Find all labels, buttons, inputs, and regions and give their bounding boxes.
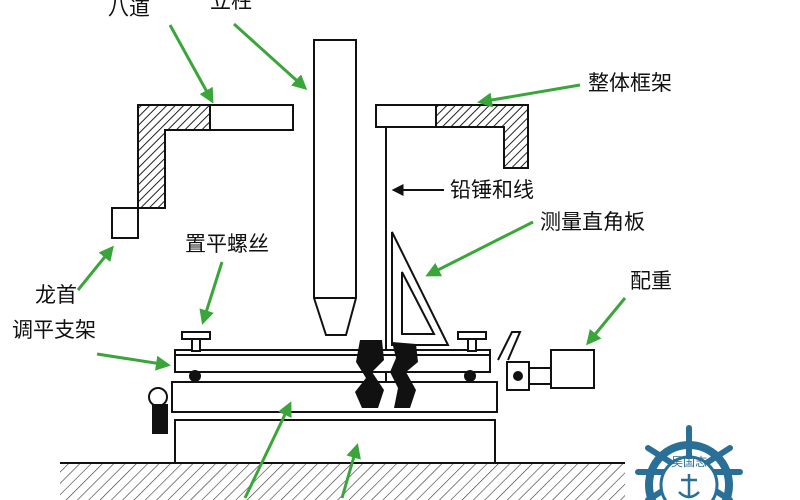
annotation-arrows <box>76 22 627 499</box>
leveling-screw-left <box>181 331 211 352</box>
left-frame-arm <box>137 104 294 209</box>
arrow-pei-zhong <box>586 297 627 346</box>
ground <box>60 462 625 500</box>
center-coupling <box>355 340 418 408</box>
label-zheng-ti-kuang-jia: 整体框架 <box>588 71 672 95</box>
arrow-tiao-ping-zhi-jia <box>96 352 171 371</box>
measuring-set-square <box>391 231 450 346</box>
arrow-bottom-1 <box>243 401 292 499</box>
arrow-zhi-ping-luo-si <box>199 261 224 325</box>
hinge-left <box>148 387 168 434</box>
counterweight-assembly <box>497 331 595 391</box>
leveling-middle-plate <box>171 370 498 413</box>
base-block <box>174 419 496 464</box>
label-ba-dao: 八道 <box>108 0 150 20</box>
ship-wheel-logo: 吴国志 <box>635 425 743 500</box>
label-qian-chui-he-xian: 铅锤和线 <box>450 178 534 202</box>
label-long-shou: 龙首 <box>35 283 77 307</box>
leveling-upper-plate <box>174 349 491 373</box>
label-tiao-ping-zhi-jia: 调平支架 <box>12 318 96 342</box>
label-zhi-ping-luo-si: 置平螺丝 <box>185 232 269 256</box>
arrow-long-shou <box>76 245 114 291</box>
logo-text: 吴国志 <box>671 455 707 469</box>
dragon-head-block <box>111 207 139 239</box>
label-pei-zhong: 配重 <box>630 269 672 293</box>
label-ce-liang-zhi-jiao-ban: 测量直角板 <box>540 210 645 234</box>
arrow-bottom-2 <box>340 443 361 499</box>
label-li-zhu: 立柱 <box>210 0 252 13</box>
arrow-ba-dao <box>168 24 214 104</box>
arrow-li-zhu <box>232 22 308 91</box>
right-frame-arm <box>375 104 529 169</box>
leveling-screw-right <box>457 331 487 352</box>
arrow-ce-liang-zhi-jiao-ban <box>425 220 534 277</box>
arrow-zheng-ti-kuang-jia <box>477 83 581 108</box>
column <box>313 39 357 336</box>
